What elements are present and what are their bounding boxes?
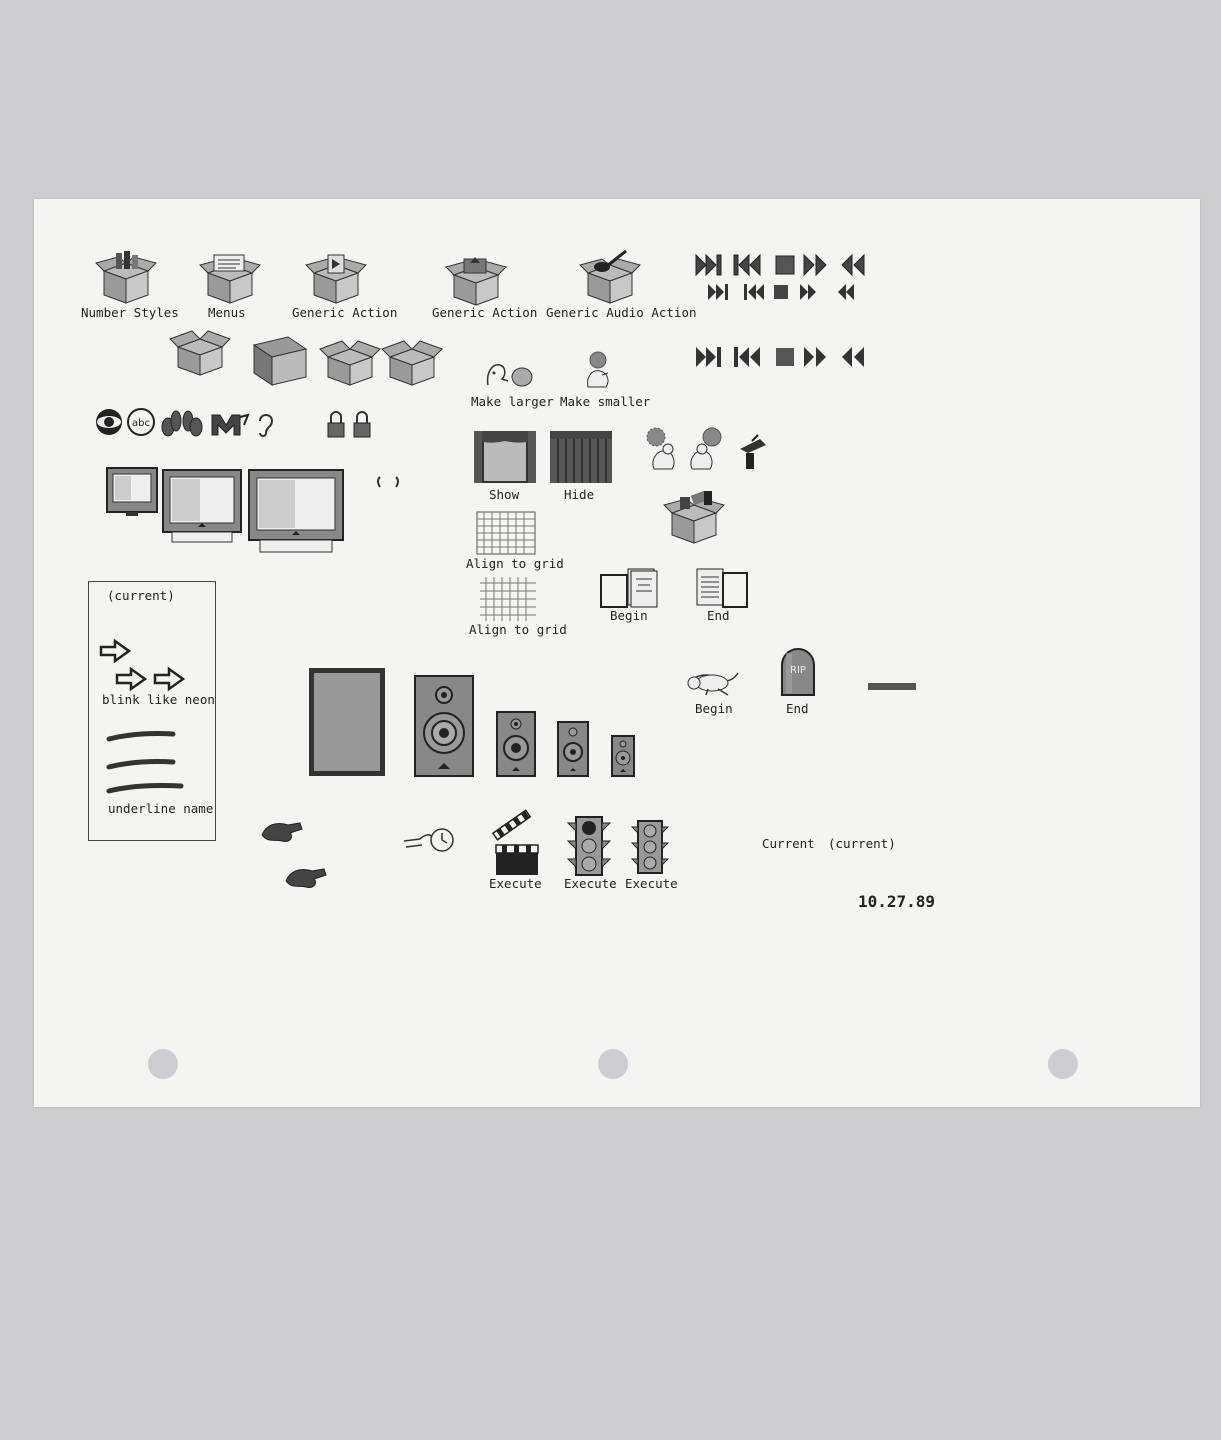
generic-action-box-icon bbox=[305, 254, 367, 304]
arrow-right-icon-1 bbox=[99, 638, 132, 664]
lock-icon-2 bbox=[353, 411, 371, 438]
generic-action-box-icon-2 bbox=[445, 257, 507, 306]
execute-label-1: Execute bbox=[489, 876, 542, 891]
arrow-right-icon-2 bbox=[115, 666, 148, 692]
generic-action-label-1: Generic Action bbox=[292, 305, 398, 320]
abc-logo-icon: abc bbox=[127, 408, 155, 436]
open-box-items-icon bbox=[663, 490, 725, 544]
align-to-grid-icon-2 bbox=[480, 577, 536, 621]
align-to-grid-label-2: Align to grid bbox=[469, 622, 567, 637]
ear-icon bbox=[259, 414, 274, 437]
end-book-label: End bbox=[707, 608, 730, 623]
lock-icon-1 bbox=[327, 411, 345, 438]
speaker-grille-icon bbox=[309, 668, 385, 776]
peacock-logo-icon bbox=[161, 410, 203, 437]
show-label: Show bbox=[489, 487, 520, 502]
underline-name-label: underline name bbox=[108, 801, 214, 816]
blink-like-neon-label: blink like neon bbox=[102, 692, 215, 707]
pointing-hand-icon-2 bbox=[285, 868, 327, 888]
skip-forward-icon bbox=[695, 253, 722, 277]
hide-label: Hide bbox=[564, 487, 595, 502]
speaker-medium-icon bbox=[496, 711, 536, 777]
baby-begin-icon bbox=[687, 672, 739, 696]
menus-label: Menus bbox=[208, 305, 246, 320]
speaker-tiny-icon bbox=[611, 735, 635, 777]
end-book-icon bbox=[696, 568, 748, 608]
execute-label-3: Execute bbox=[625, 876, 678, 891]
svg-text:RIP: RIP bbox=[790, 665, 806, 676]
quote-marks-icon bbox=[377, 476, 399, 488]
monitor-icon-small bbox=[106, 467, 158, 516]
eye-logo-icon bbox=[96, 409, 122, 435]
align-to-grid-icon-1 bbox=[476, 511, 536, 555]
number-styles-label: Number Styles bbox=[81, 305, 179, 320]
begin-book-icon bbox=[600, 568, 658, 608]
monitor-icon-medium bbox=[162, 469, 242, 543]
monitor-icon-large bbox=[248, 469, 344, 553]
make-smaller-label: Make smaller bbox=[560, 394, 651, 409]
hand-clock-icon bbox=[403, 828, 454, 852]
fast-forward-icon bbox=[803, 253, 827, 277]
underline-stroke-3 bbox=[106, 783, 184, 794]
generic-action-label-2: Generic Action bbox=[432, 305, 538, 320]
punch-hole-right bbox=[1048, 1049, 1078, 1079]
execute-label-2: Execute bbox=[564, 876, 617, 891]
open-box-icon-1 bbox=[169, 330, 231, 376]
clapperboard-icon bbox=[491, 809, 539, 875]
number-styles-box-icon bbox=[95, 251, 157, 304]
box-cube-icon bbox=[252, 336, 308, 386]
speaker-large-icon bbox=[414, 675, 474, 777]
arrow-right-icon-3 bbox=[153, 666, 186, 692]
end-rip-label: End bbox=[786, 701, 809, 716]
current-label: Current bbox=[762, 836, 815, 851]
traffic-light-icon-2 bbox=[630, 820, 670, 874]
traffic-light-icon-1 bbox=[566, 816, 612, 876]
media-controls-row-2 bbox=[708, 284, 854, 300]
speaker-small-icon bbox=[557, 721, 589, 777]
figure-dot-icon-1 bbox=[646, 427, 675, 470]
menus-box-icon bbox=[199, 254, 261, 304]
media-controls-row-1 bbox=[695, 253, 865, 277]
paper-sheet: Number Styles Menus Generic Action Gener… bbox=[34, 199, 1200, 1107]
hide-curtain-icon bbox=[550, 431, 612, 483]
show-curtain-icon bbox=[474, 431, 536, 483]
svg-text:abc: abc bbox=[132, 418, 150, 429]
make-larger-icon bbox=[486, 364, 533, 387]
mtv-logo-icon bbox=[211, 413, 250, 436]
align-to-grid-label-1: Align to grid bbox=[466, 556, 564, 571]
begin-baby-label: Begin bbox=[695, 701, 733, 716]
make-larger-label: Make larger bbox=[471, 394, 554, 409]
make-smaller-icon bbox=[587, 351, 609, 388]
skip-back-icon bbox=[733, 253, 761, 277]
media-controls-row-3 bbox=[696, 347, 864, 367]
figure-dot-icon-2 bbox=[690, 427, 722, 470]
punch-hole-left bbox=[148, 1049, 178, 1079]
underline-stroke-2 bbox=[106, 759, 176, 770]
tombstone-end-icon: RIP bbox=[781, 648, 815, 696]
underline-stroke-1 bbox=[106, 731, 176, 742]
begin-book-label: Begin bbox=[610, 608, 648, 623]
current-paren-label: (current) bbox=[828, 836, 896, 851]
date-label: 10.27.89 bbox=[858, 892, 936, 911]
pointing-hand-icon-1 bbox=[261, 822, 303, 842]
generic-audio-action-box-icon bbox=[579, 249, 641, 304]
generic-audio-action-label: Generic Audio Action bbox=[546, 305, 697, 320]
open-box-icon-2 bbox=[319, 340, 381, 386]
piano-player-icon bbox=[740, 434, 766, 469]
dash-bar bbox=[868, 683, 916, 690]
neon-panel-title: (current) bbox=[107, 588, 175, 603]
open-box-icon-3 bbox=[381, 340, 443, 386]
stop-icon bbox=[775, 255, 795, 275]
rewind-icon bbox=[841, 253, 865, 277]
punch-hole-center bbox=[598, 1049, 628, 1079]
neon-options-panel: (current) blink like neon underline name bbox=[88, 581, 216, 841]
